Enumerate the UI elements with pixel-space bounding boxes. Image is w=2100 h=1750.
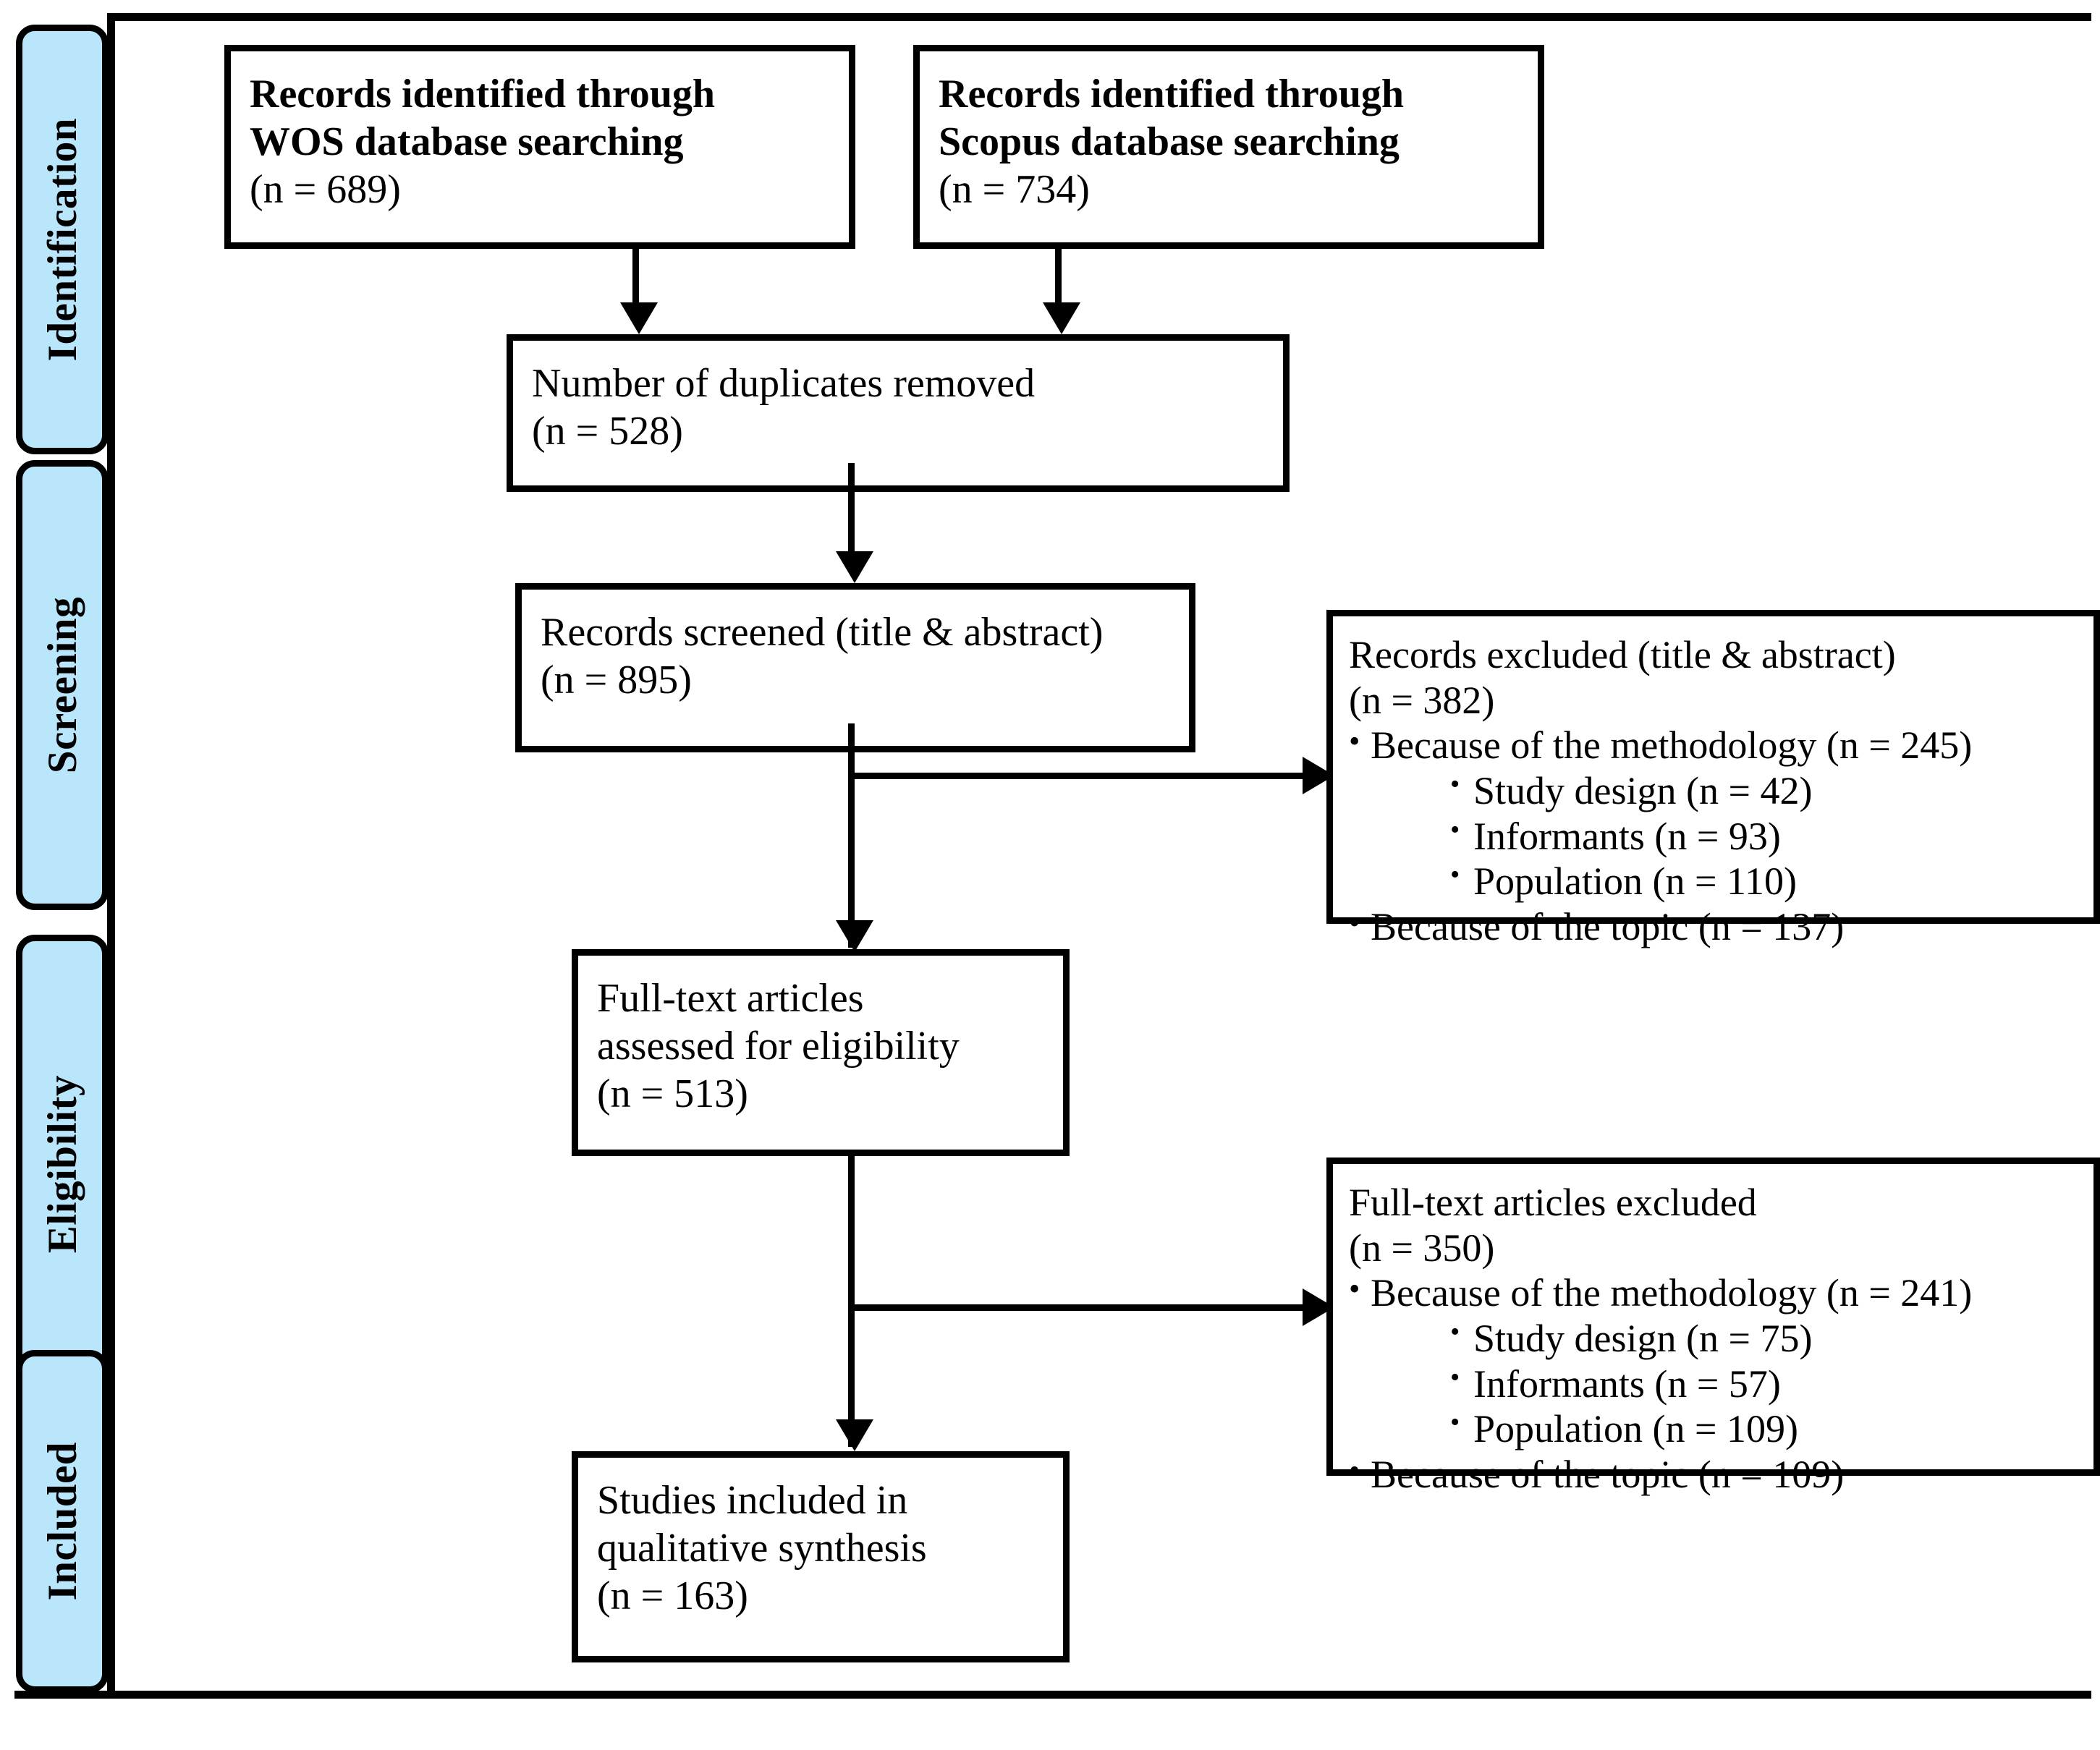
box-scopus-line-2: Scopus database searching xyxy=(939,119,1400,165)
connector-duplicates-to-screened xyxy=(848,463,855,557)
arrowhead-scopus-to-duplicates xyxy=(1043,302,1080,334)
box-scopus-count: (n = 734) xyxy=(939,167,1090,213)
box-records-identified-scopus: Records identified through Scopus databa… xyxy=(913,45,1544,249)
stage-tab-identification-label: Identification xyxy=(39,117,85,362)
box-fulltext-excluded-title: Full-text articles excluded xyxy=(1349,1181,1757,1224)
fulltext-excluded-reason-3: Informants (n = 57) xyxy=(1349,1362,2080,1407)
box-wos-line-1: Records identified through xyxy=(250,72,715,116)
box-included-line-2: qualitative synthesis xyxy=(597,1526,927,1571)
connector-wos-to-duplicates xyxy=(632,249,639,308)
records-excluded-reason-5: Because of the topic (n = 137) xyxy=(1349,904,2080,950)
box-wos-line-2: WOS database searching xyxy=(250,119,684,165)
frame-bottom-rule xyxy=(14,1691,2091,1699)
fulltext-excluded-reason-5: Because of the topic (n = 109) xyxy=(1349,1452,2080,1498)
arrowhead-screened-to-fulltext xyxy=(836,920,873,952)
box-records-identified-wos: Records identified through WOS database … xyxy=(224,45,855,249)
box-included-line-1: Studies included in xyxy=(597,1478,908,1523)
box-studies-included: Studies included in qualitative synthesi… xyxy=(572,1451,1070,1662)
box-fulltext-excluded-count: (n = 350) xyxy=(1349,1226,1495,1270)
records-excluded-reason-3: Informants (n = 93) xyxy=(1349,814,2080,859)
box-duplicates-removed: Number of duplicates removed (n = 528) xyxy=(507,334,1290,492)
box-records-excluded-title: Records excluded (title & abstract) xyxy=(1349,633,1896,676)
box-fulltext-assessed: Full-text articles assessed for eligibil… xyxy=(572,949,1070,1156)
box-fulltext-excluded: Full-text articles excluded (n = 350) Be… xyxy=(1326,1158,2100,1496)
stage-tab-screening[interactable]: Screening xyxy=(16,460,109,910)
stage-tab-eligibility[interactable]: Eligibility xyxy=(16,935,109,1393)
box-duplicates-count: (n = 528) xyxy=(532,409,683,454)
stage-tab-identification[interactable]: Identification xyxy=(16,25,109,454)
connector-fulltext-trunk xyxy=(848,1152,855,1447)
box-included-count: (n = 163) xyxy=(597,1573,748,1619)
box-scopus-line-1: Records identified through xyxy=(939,72,1404,116)
fulltext-excluded-reason-4: Population (n = 109) xyxy=(1349,1406,2080,1452)
stage-tab-eligibility-label: Eligibility xyxy=(39,1074,85,1254)
box-records-excluded-count: (n = 382) xyxy=(1349,678,1495,722)
records-excluded-reason-4: Population (n = 110) xyxy=(1349,859,2080,904)
box-records-excluded: Records excluded (title & abstract) (n =… xyxy=(1326,610,2100,948)
records-excluded-reason-1: Because of the methodology (n = 245) xyxy=(1349,723,2080,768)
arrowhead-fulltext-to-included xyxy=(836,1419,873,1451)
arrowhead-wos-to-duplicates xyxy=(620,302,658,334)
connector-screened-to-excluded xyxy=(848,773,1326,779)
frame-top-rule xyxy=(107,13,2091,21)
box-wos-count: (n = 689) xyxy=(250,167,401,213)
box-screened-line-1: Records screened (title & abstract) xyxy=(541,610,1104,655)
stage-tab-included-label: Included xyxy=(39,1442,85,1601)
box-records-screened: Records screened (title & abstract) (n =… xyxy=(515,583,1195,752)
fulltext-excluded-reason-2: Study design (n = 75) xyxy=(1349,1316,2080,1362)
frame-left-rule xyxy=(107,13,115,1699)
fulltext-excluded-reason-1: Because of the methodology (n = 241) xyxy=(1349,1270,2080,1316)
connector-fulltext-to-excluded xyxy=(848,1304,1326,1311)
stage-tab-screening-label: Screening xyxy=(39,596,85,774)
box-screened-count: (n = 895) xyxy=(541,658,692,703)
box-fulltext-line-1: Full-text articles xyxy=(597,976,864,1021)
box-fulltext-line-2: assessed for eligibility xyxy=(597,1024,960,1069)
connector-screened-trunk xyxy=(848,723,855,948)
arrowhead-duplicates-to-screened xyxy=(836,551,873,583)
records-excluded-reason-2: Study design (n = 42) xyxy=(1349,768,2080,814)
box-fulltext-count: (n = 513) xyxy=(597,1071,748,1117)
connector-scopus-to-duplicates xyxy=(1055,249,1062,308)
stage-tab-included[interactable]: Included xyxy=(16,1350,109,1693)
box-duplicates-line-1: Number of duplicates removed xyxy=(532,361,1036,406)
